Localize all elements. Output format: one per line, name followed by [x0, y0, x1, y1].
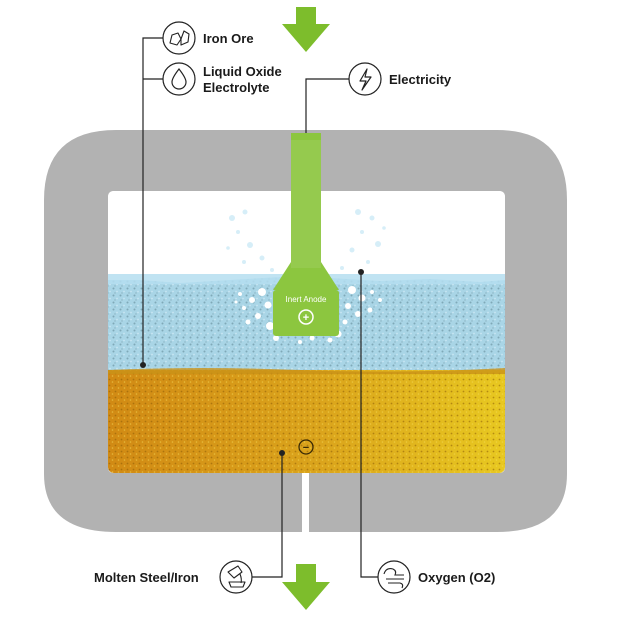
oxygen-label: Oxygen (O2) [418, 570, 496, 585]
electricity-label: Electricity [389, 72, 452, 87]
furnace-vessel [44, 130, 567, 532]
oxygen-bubbles [234, 286, 382, 344]
iron-ore-label: Iron Ore [203, 31, 254, 46]
molten-steel-output-arrow [282, 564, 330, 610]
molten-steel-label: Molten Steel/Iron [94, 570, 199, 585]
inert-anode: Inert Anode + [273, 133, 339, 336]
lightning-bolt-icon [348, 62, 382, 96]
molten-pour-icon [219, 560, 253, 594]
gas-swirl-icon [377, 560, 411, 594]
cathode-negative-terminal [298, 439, 314, 455]
droplet-icon [162, 62, 196, 96]
iron-ore-input-arrow [282, 7, 330, 52]
anode-positive-terminal [298, 309, 314, 325]
tap-hole [302, 473, 309, 533]
ore-rocks-icon [162, 21, 196, 55]
cathode-minus-sign: − [303, 442, 309, 454]
inert-anode-label: Inert Anode [286, 295, 327, 304]
leader-lines [142, 37, 378, 578]
liquid-oxide-label-line2: Electrolyte [203, 80, 270, 95]
liquid-oxide-label-line1: Liquid Oxide [203, 64, 282, 79]
anode-plus-sign: + [303, 312, 309, 324]
